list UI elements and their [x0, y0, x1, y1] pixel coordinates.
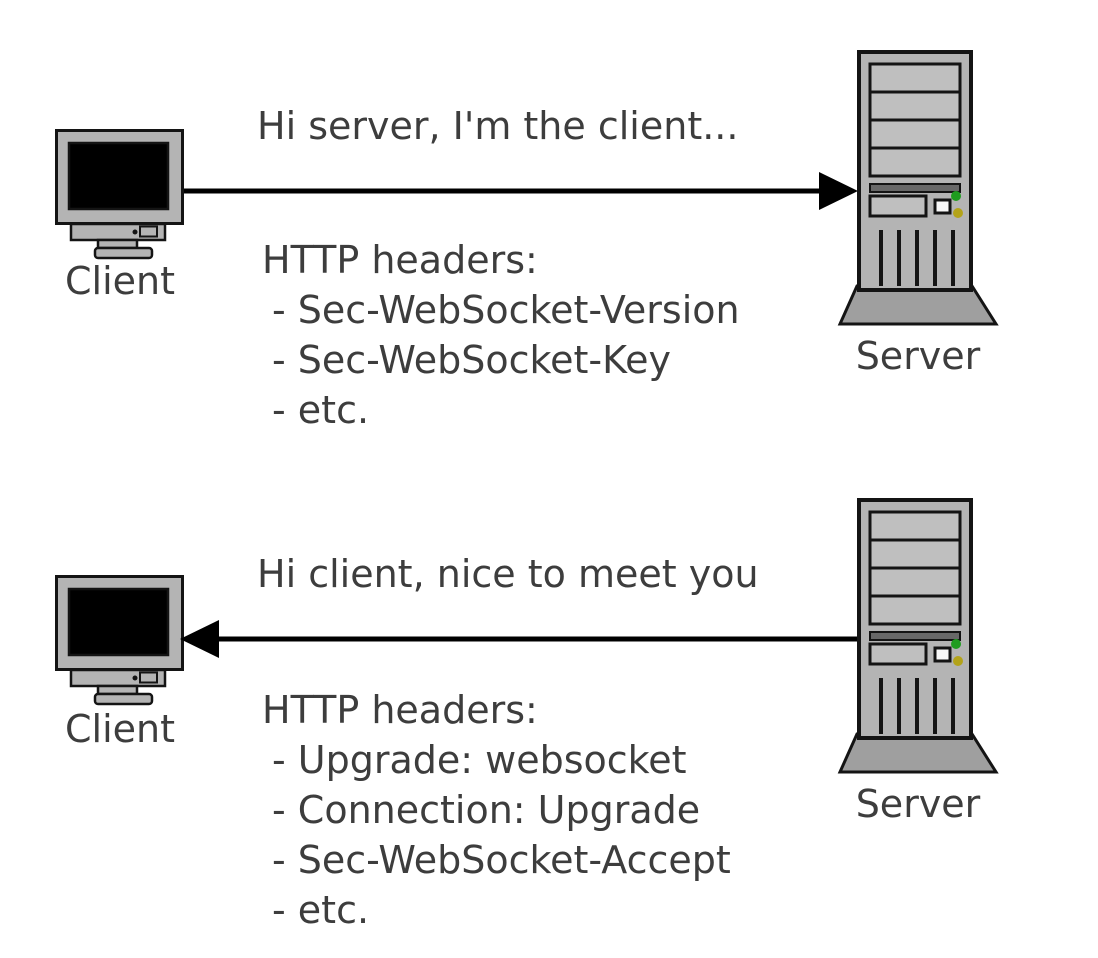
- header-item: - Sec-WebSocket-Key: [272, 338, 671, 382]
- server-label: Server: [855, 782, 981, 826]
- request-arrow: [184, 172, 858, 210]
- server-icon: [838, 50, 998, 326]
- headers-title: HTTP headers:: [262, 238, 538, 282]
- server-icon: [838, 498, 998, 774]
- header-item: - Sec-WebSocket-Version: [272, 288, 740, 332]
- response-message: Hi client, nice to meet you: [257, 552, 759, 596]
- client-label: Client: [64, 259, 175, 303]
- request-headers: HTTP headers: - Sec-WebSocket-Version - …: [262, 235, 740, 435]
- response-arrow: [180, 620, 858, 658]
- headers-title: HTTP headers:: [262, 688, 538, 732]
- header-item: - etc.: [272, 388, 370, 432]
- response-headers: HTTP headers: - Upgrade: websocket - Con…: [262, 685, 731, 935]
- client-icon: [55, 129, 184, 260]
- header-item: - Connection: Upgrade: [272, 788, 701, 832]
- header-item: - Sec-WebSocket-Accept: [272, 838, 731, 882]
- server-label: Server: [855, 334, 981, 378]
- header-item: - etc.: [272, 888, 370, 932]
- client-label: Client: [64, 707, 175, 751]
- header-item: - Upgrade: websocket: [272, 738, 687, 782]
- client-icon: [55, 575, 184, 706]
- request-message: Hi server, I'm the client...: [257, 104, 739, 148]
